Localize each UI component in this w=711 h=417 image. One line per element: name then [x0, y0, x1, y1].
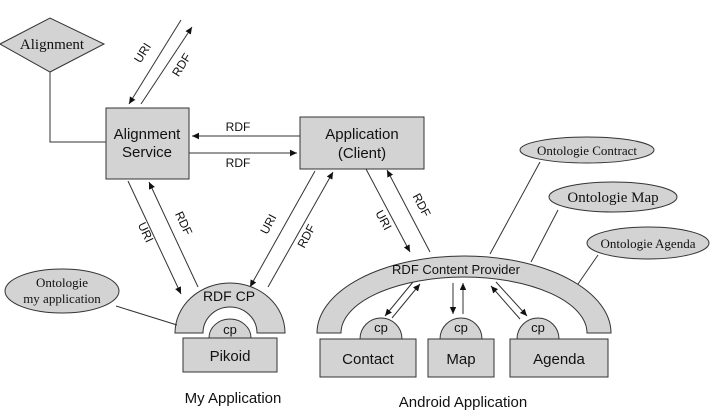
arrow-provider-to-agenda-cp — [495, 281, 528, 317]
alignment-connector — [49, 72, 106, 143]
android-application-caption: Android Application — [399, 394, 527, 411]
uri-label-client-rdfcp: URI — [257, 212, 279, 237]
uri-label-service-rdfcp: URI — [135, 220, 156, 245]
arrow-contact-cp-to-provider — [391, 283, 421, 319]
uri-arrow-service-to-rdfcp — [127, 180, 182, 295]
ontologie-my-application-label-1: Ontologie — [36, 275, 88, 290]
ontologie-contract-label: Ontologie Contract — [537, 143, 637, 158]
uri-arrow-client-to-rdfcp — [249, 170, 316, 288]
contact-label: Contact — [342, 351, 395, 368]
rdf-label-provider-client: RDF — [410, 191, 434, 219]
rdf-arrow-provider-to-client — [386, 169, 431, 253]
rdf-content-provider-label: RDF Content Provider — [392, 262, 521, 277]
arrow-provider-to-contact-cp — [384, 281, 414, 317]
map-node: Map — [427, 338, 495, 378]
rdf-cp-arch: RDF CP — [174, 282, 286, 334]
rdf-arrow-top — [140, 26, 193, 105]
rdf-label-rdfcp-client: RDF — [294, 222, 318, 250]
ontologie-map-connector — [530, 209, 559, 263]
agenda-label: Agenda — [533, 351, 585, 368]
alignment-node: Alignment — [0, 17, 106, 73]
ontologie-agenda-node: Ontologie Agenda — [586, 226, 710, 260]
ontologie-my-application-connector — [115, 305, 178, 326]
ontologie-map-label: Ontologie Map — [567, 190, 658, 206]
alignment-service-label-2: Service — [122, 144, 172, 161]
rdf-cp-label: RDF CP — [203, 288, 255, 304]
ontologie-contract-connector — [489, 161, 541, 255]
application-client-label-1: Application — [325, 126, 398, 143]
rdf-arrow-rdfcp-to-service — [148, 181, 199, 288]
ontologie-map-node: Ontologie Map — [548, 181, 678, 213]
rdf-content-provider-arch: RDF Content Provider — [316, 255, 612, 334]
alignment-label: Alignment — [20, 37, 85, 53]
rdf-arrow-rdfcp-to-client — [267, 171, 334, 288]
uri-arrow-top — [128, 19, 182, 105]
contact-node: Contact — [319, 338, 417, 378]
ontologie-contract-node: Ontologie Contract — [519, 136, 655, 164]
pikoid-cp-node: cp — [208, 318, 252, 339]
alignment-service-node: Alignment Service — [105, 107, 190, 180]
agenda-cp-label: cp — [531, 320, 545, 335]
ontologie-agenda-connector — [577, 254, 599, 285]
uri-label-client-provider: URI — [372, 208, 394, 233]
rdf-label-top: RDF — [169, 51, 194, 79]
pikoid-node: Pikoid — [182, 337, 278, 373]
ontologie-my-application-label-2: my application — [23, 291, 101, 306]
rdf-label-to-client: RDF — [226, 156, 251, 170]
application-client-node: Application (Client) — [299, 116, 425, 170]
rdf-label-rdfcp-service: RDF — [172, 209, 195, 237]
application-client-label-2: (Client) — [338, 145, 386, 162]
pikoid-label: Pikoid — [210, 348, 251, 365]
ontologie-my-application-node: Ontologie my application — [4, 268, 120, 314]
agenda-cp-node: cp — [516, 317, 560, 340]
uri-label-top: URI — [131, 40, 154, 65]
agenda-node: Agenda — [509, 338, 609, 378]
contact-cp-label: cp — [374, 320, 388, 335]
rdf-label-to-service: RDF — [226, 120, 251, 134]
ontologie-agenda-label: Ontologie Agenda — [601, 236, 696, 251]
map-cp-label: cp — [454, 320, 468, 335]
map-cp-node: cp — [439, 317, 483, 340]
map-label: Map — [446, 351, 475, 368]
my-application-caption: My Application — [185, 390, 282, 407]
contact-cp-node: cp — [359, 317, 403, 340]
arrow-agenda-cp-to-provider — [490, 285, 521, 320]
alignment-service-label-1: Alignment — [114, 126, 182, 143]
pikoid-cp-label: cp — [223, 322, 237, 337]
uri-arrow-client-to-provider — [365, 168, 411, 253]
